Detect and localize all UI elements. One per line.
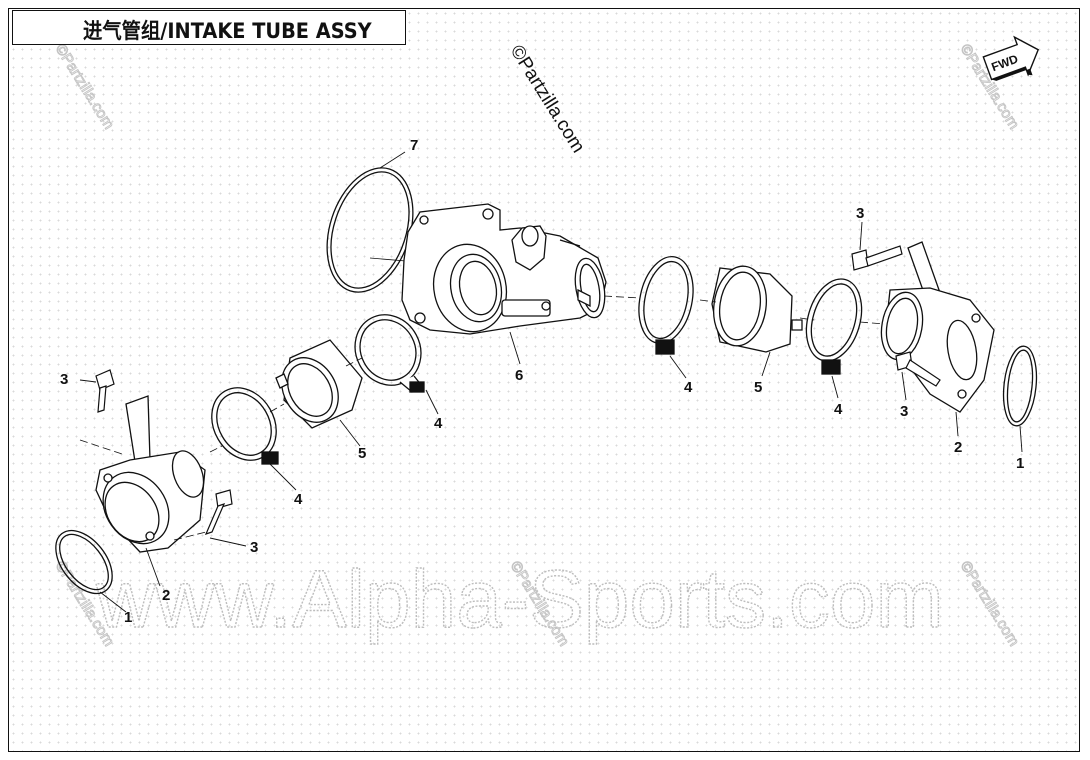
callout-4-left-clamp-b: 4 [294,491,303,508]
svg-text:©Partzilla.com: ©Partzilla.com [506,42,589,157]
partzilla-watermark-top: ©Partzilla.com [506,42,589,157]
callout-3-right-bolt-top: 3 [856,205,864,222]
flange-part-2-left [95,395,206,553]
throttle-body-part-6 [401,203,607,335]
callout-4-right-clamp-a: 4 [684,379,693,396]
svg-text:©Partzilla.com: ©Partzilla.com [957,558,1023,649]
assembly-axis-lines [79,295,885,541]
boot-part-5-left [275,339,363,429]
partzilla-watermark-tl: ©Partzilla.com [51,41,118,133]
callout-2-right-flange: 2 [954,439,962,456]
fwd-arrow-icon: FWD [982,35,1040,81]
callout-1-right-ring: 1 [1016,455,1024,472]
clamp-part-4-left-upper [354,314,425,393]
bolt-part-3-right-top [851,245,903,271]
clamp-ring-part-1-left [55,529,113,595]
callout-3-left-bolt-bottom: 3 [250,539,258,556]
callout-6-throttle-body: 6 [515,367,523,384]
flange-part-2-right [880,241,995,413]
bolt-part-3-left-bottom [204,489,233,535]
callout-2-left-flange: 2 [162,587,170,604]
bolt-part-3-left-top [95,369,115,413]
boot-part-5-right [711,265,803,353]
site-watermark: www.Alpha-Sports.com [95,554,944,645]
clamp-ring-part-1-right [1002,345,1038,427]
callout-4-left-clamp-a: 4 [434,415,443,432]
callout-3-right-bolt-bottom: 3 [900,403,908,420]
callout-5-right-boot: 5 [754,379,762,396]
callout-3-left-bolt-top: 3 [60,371,68,388]
page-title: 进气管组/INTAKE TUBE ASSY [83,19,372,43]
partzilla-watermark-br: ©Partzilla.com [956,558,1023,650]
callout-5-left-boot: 5 [358,445,366,462]
leader-lines [79,151,1023,613]
callout-1-left-ring: 1 [124,609,132,626]
bolt-part-3-right-bottom [895,351,941,387]
title-box: 进气管组/INTAKE TUBE ASSY [12,10,406,45]
callout-4-right-clamp-b: 4 [834,401,843,418]
diagram-frame [8,8,1080,752]
clamp-part-4-left-lower [211,387,279,465]
callout-7-o-ring: 7 [410,137,418,154]
clamp-part-4-right-a [638,255,694,355]
svg-text:©Partzilla.com: ©Partzilla.com [52,41,118,132]
clamp-part-4-right-b [805,278,863,375]
